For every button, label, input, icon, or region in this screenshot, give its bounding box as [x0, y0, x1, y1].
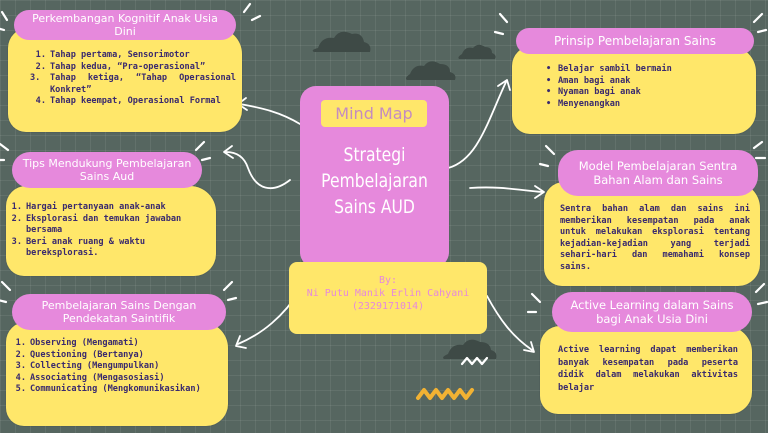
author-box: By: Ni Putu Manik Erlin Cahyani (2329171…: [289, 262, 487, 334]
list-item: 5.Communicating (Mengkomunikasikan): [15, 384, 201, 394]
saintifik-card: [6, 322, 228, 426]
list-item: •Belajar sambil bermain: [546, 64, 672, 74]
author-name: Ni Putu Manik Erlin Cahyani: [306, 288, 470, 299]
active-card: [540, 326, 752, 414]
kognitif-title: Perkembangan Kognitif Anak Usia Dini: [14, 10, 236, 40]
arrow-to-kognitif: [239, 103, 301, 125]
tips-list: 1.Hargai pertanyaan anak-anak 2.Eksplora…: [11, 202, 202, 260]
center-title-line: Sains AUD: [334, 196, 415, 218]
cloud-icon: [312, 31, 371, 52]
sentra-title: Model Pembelajaran Sentra Bahan Alam dan…: [558, 150, 758, 196]
list-item: 1.Hargai pertanyaan anak-anak: [11, 202, 166, 212]
zigzag-icon: [460, 356, 489, 366]
tips-card: [6, 186, 216, 276]
center-tag: Mind Map: [321, 100, 427, 127]
active-text: Active learning dapat memberikan banyak …: [558, 345, 738, 393]
prinsip-list: •Belajar sambil bermain •Aman bagi anak …: [546, 64, 738, 110]
kognitif-card: [8, 28, 242, 132]
sentra-text: Sentra bahan alam dan sains ini memberik…: [560, 204, 750, 272]
prinsip-title: Prinsip Pembelajaran Sains: [516, 28, 754, 54]
list-item: 4.Tahap keempat, Operasional Formal: [35, 96, 221, 106]
list-item: 2.Tahap kedua, “Pra-operasional”: [35, 61, 206, 72]
prinsip-card: [512, 46, 756, 134]
saintifik-list: 1.Observing (Mengamati) 2.Questioning (B…: [15, 338, 226, 396]
list-item: •Menyenangkan: [546, 98, 621, 109]
student-id: (2329171014): [351, 301, 425, 312]
tips-title: Tips Mendukung Pembelajaran Sains Aud: [12, 152, 202, 188]
active-title: Active Learning dalam Sains bagi Anak Us…: [552, 292, 752, 332]
arrow-to-sentra: [469, 186, 543, 193]
arrow-to-prinsip: [447, 81, 507, 169]
list-item: 2.Questioning (Bertanya): [15, 349, 144, 360]
saintifik-title: Pembelajaran Sains Dengan Pendekatan Sai…: [12, 294, 226, 330]
list-item: 3.Tahap ketiga, “Tahap Operasional Konkr…: [30, 73, 236, 95]
by-label: By:: [378, 275, 398, 286]
list-item: 3.Collecting (Mengumpulkan): [15, 361, 160, 371]
center-title-line: Strategi: [343, 144, 406, 166]
list-item: •Nyaman bagi anak: [546, 87, 641, 97]
list-item: 1.Tahap pertama, Sensorimotor: [35, 50, 190, 60]
list-item: •Aman bagi anak: [546, 75, 631, 86]
arrow-to-tips: [225, 151, 291, 190]
sentra-card: [544, 182, 760, 286]
list-item: 4.Associating (Mengasosiasi): [15, 372, 165, 383]
cloud-icon: [406, 61, 456, 80]
list-item: 3.Beri anak ruang & waktu bereksplorasi.: [11, 236, 145, 259]
cloud-icon: [458, 44, 496, 59]
list-item: 2.Eksplorasi dan temukan jawaban bersama: [11, 213, 182, 236]
zigzag-icon: [416, 388, 474, 400]
sparkle-icon: [0, 2, 768, 314]
kognitif-list: 1.Tahap pertama, Sensorimotor 2.Tahap ke…: [30, 50, 236, 108]
center-title: Strategi Pembelajaran Sains AUD: [313, 142, 435, 220]
cloud-icon: [443, 339, 497, 359]
arrow-to-active: [486, 295, 533, 351]
center-title-line: Pembelajaran: [321, 170, 428, 192]
list-item: 1.Observing (Mengamati): [15, 338, 139, 348]
